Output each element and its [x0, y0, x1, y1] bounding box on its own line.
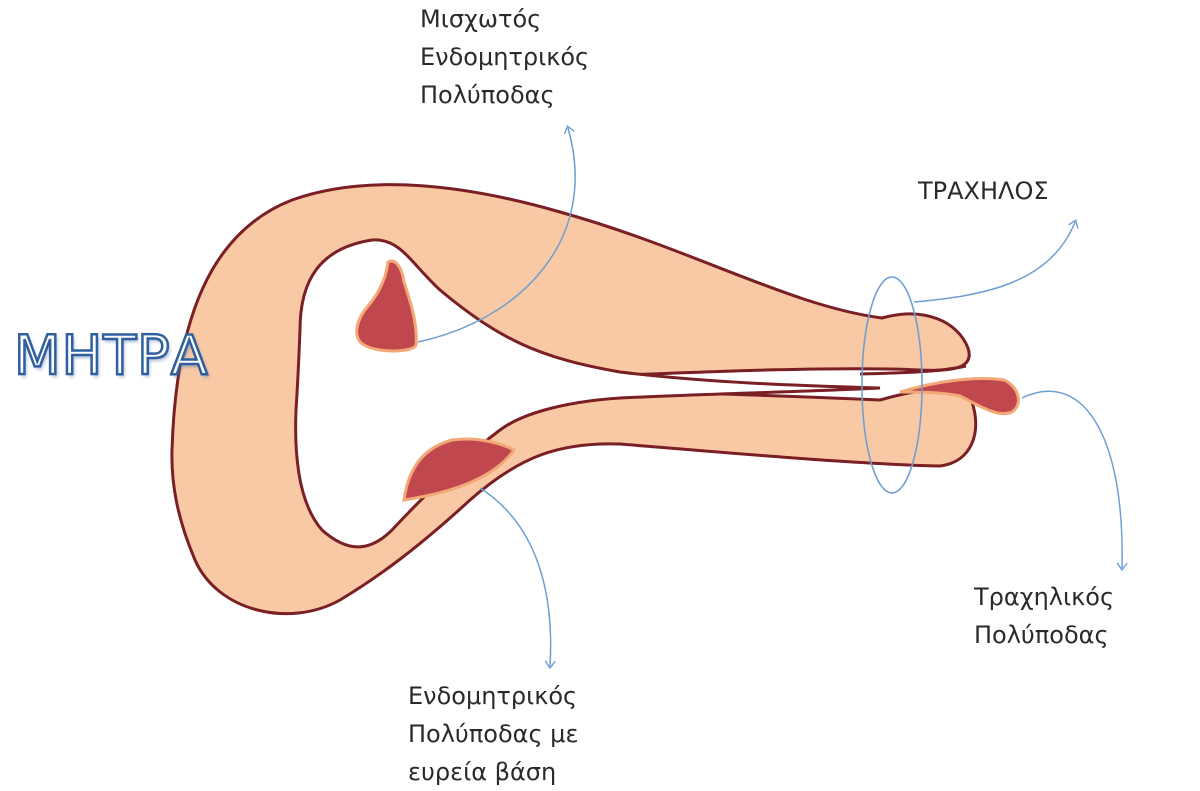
- label-line: Τραχηλικός: [974, 583, 1115, 611]
- cervical-polyp: [899, 377, 1020, 415]
- label-cervix: ΤΡΑΧΗΛΟΣ: [918, 172, 1049, 210]
- label-pedunculated-polyp: Μισχωτός Ενδομητρικός Πολύποδας: [420, 0, 589, 114]
- arrow-broad-base-polyp: [479, 487, 556, 670]
- label-broad-base-polyp: Ενδομητρικός Πολύποδας με ευρεία βάση: [408, 677, 578, 791]
- pedunculated-polyp: [355, 259, 418, 353]
- label-line: Πολύποδας: [420, 81, 555, 109]
- arrow-pedunculated-polyp: [417, 124, 576, 343]
- label-line: ΤΡΑΧΗΛΟΣ: [918, 177, 1049, 205]
- diagram-title: ΜΗΤΡΑ: [13, 324, 209, 387]
- label-cervical-polyp: Τραχηλικός Πολύποδας: [974, 578, 1114, 654]
- label-line: Ενδομητρικός: [408, 682, 578, 710]
- label-line: ευρεία βάση: [408, 758, 557, 786]
- cervical-canal: [859, 364, 967, 376]
- label-line: Πολύποδας με: [408, 720, 579, 748]
- arrow-cervix: [913, 219, 1079, 303]
- label-line: Ενδομητρικός: [420, 43, 590, 71]
- arrow-cervical-polyp: [1021, 390, 1128, 572]
- label-line: Πολύποδας: [974, 621, 1109, 649]
- label-line: Μισχωτός: [420, 5, 542, 33]
- cervix-ring: [861, 276, 923, 494]
- broad-base-polyp: [402, 437, 517, 502]
